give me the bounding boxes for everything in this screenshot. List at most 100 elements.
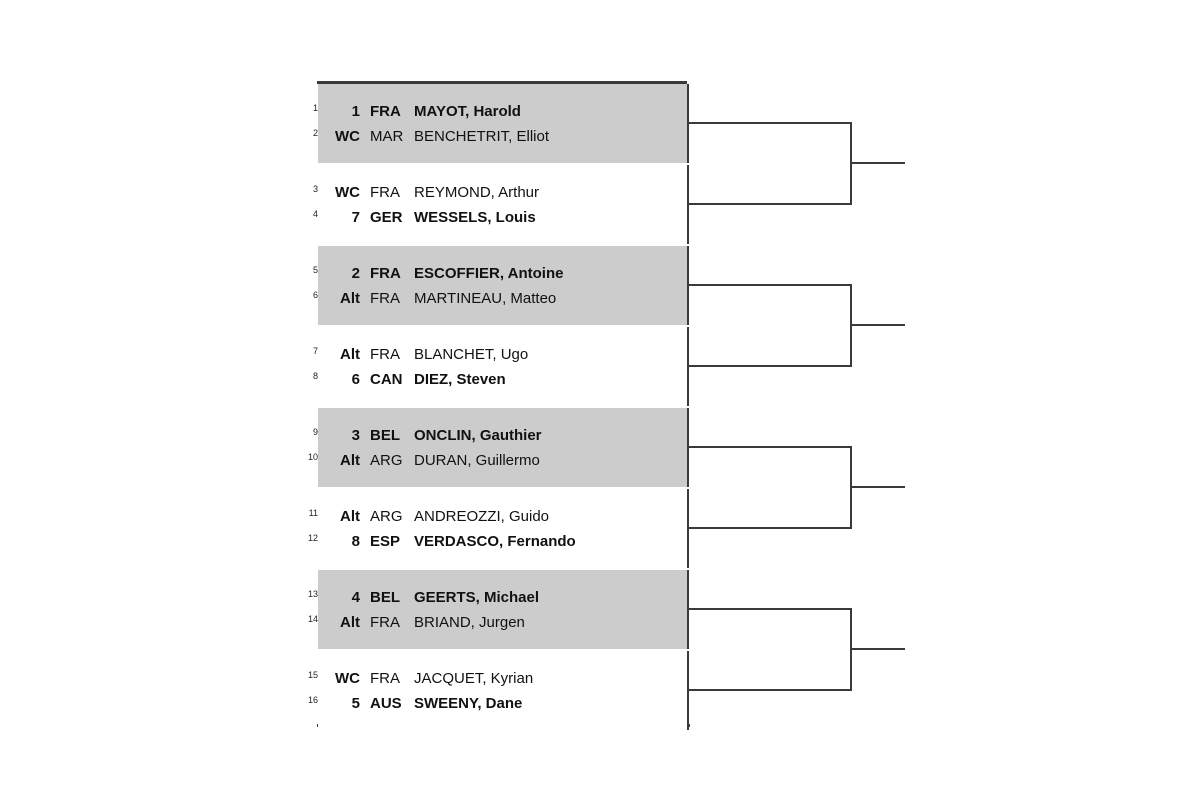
r2-winner-line[interactable] [687,203,852,205]
player-seed: Alt [340,290,360,307]
player-name: DURAN, Guillermo [414,452,540,469]
line-number: 12 [307,533,318,543]
player-name: MARTINEAU, Matteo [414,290,557,307]
player-name: SWEENY, Dane [414,695,523,712]
player-name: MAYOT, Harold [414,103,521,120]
player-name: ESCOFFIER, Antoine [414,265,564,282]
player-country: ARG [370,508,403,525]
player-country: FRA [370,670,400,687]
line-number: 14 [307,614,318,624]
match-block[interactable]: 2 FRA ESCOFFIER, Antoine Alt FRA MARTINE… [318,246,687,325]
player-country: BEL [370,427,400,444]
player-seed: 5 [351,695,360,712]
player-name: ONCLIN, Gauthier [414,427,542,444]
line-number: 15 [307,670,318,680]
player-slot[interactable]: 1 FRA MAYOT, Harold [318,99,687,124]
player-seed: 8 [351,533,360,550]
player-slot[interactable]: 5 AUS SWEENY, Dane [318,691,687,716]
player-country: GER [370,209,403,226]
player-name: VERDASCO, Fernando [414,533,576,550]
line-number: 2 [312,128,318,138]
r3-winner-line[interactable] [850,324,905,326]
player-slot[interactable]: 2 FRA ESCOFFIER, Antoine [318,261,687,286]
line-number: 13 [307,589,318,599]
line-number: 8 [312,371,318,381]
player-country: FRA [370,103,401,120]
player-slot[interactable]: 7 GER WESSELS, Louis [318,205,687,230]
player-slot[interactable]: 8 ESP VERDASCO, Fernando [318,529,687,554]
player-seed: 2 [351,265,360,282]
r2-winner-line[interactable] [687,446,852,448]
match-block[interactable]: Alt ARG ANDREOZZI, Guido 8 ESP VERDASCO,… [318,489,687,568]
player-seed: Alt [340,452,360,469]
match-block[interactable]: 4 BEL GEERTS, Michael Alt FRA BRIAND, Ju… [318,570,687,649]
line-number: 11 [308,508,318,518]
r2-winner-line[interactable] [687,122,852,124]
player-slot[interactable]: Alt FRA MARTINEAU, Matteo [318,286,687,311]
player-country: ARG [370,452,403,469]
line-number: 10 [307,452,318,462]
line-number: 9 [312,427,318,437]
r2-winner-line[interactable] [687,284,852,286]
match-block[interactable]: WC FRA REYMOND, Arthur 7 GER WESSELS, Lo… [318,165,687,244]
player-seed: Alt [340,614,360,631]
player-name: GEERTS, Michael [414,589,540,606]
player-seed: Alt [340,508,360,525]
r2-winner-line[interactable] [687,689,852,691]
r3-winner-line[interactable] [850,162,905,164]
r2-winner-line[interactable] [687,527,852,529]
player-seed: Alt [340,346,360,363]
line-number: 5 [312,265,318,275]
player-name: BLANCHET, Ugo [414,346,529,363]
line-number: 7 [312,346,318,356]
player-country: FRA [370,614,400,631]
player-name: BENCHETRIT, Elliot [414,128,550,145]
player-country: FRA [370,346,400,363]
r3-winner-line[interactable] [850,486,905,488]
player-name: WESSELS, Louis [414,209,536,226]
player-slot[interactable]: 4 BEL GEERTS, Michael [318,585,687,610]
draw-top-rule [317,81,687,84]
player-country: FRA [370,184,400,201]
player-country: CAN [370,371,403,388]
player-name: BRIAND, Jurgen [414,614,525,631]
player-name: DIEZ, Steven [414,371,506,388]
player-slot[interactable]: 6 CAN DIEZ, Steven [318,367,687,392]
r3-winner-line[interactable] [850,648,905,650]
player-slot[interactable]: WC FRA REYMOND, Arthur [318,180,687,205]
player-slot[interactable]: WC MAR BENCHETRIT, Elliot [318,124,687,149]
player-slot[interactable]: 3 BEL ONCLIN, Gauthier [318,423,687,448]
line-number: 6 [312,290,318,300]
player-country: ESP [370,533,401,550]
player-seed: 1 [351,103,360,120]
line-number: 16 [307,695,318,705]
match-block[interactable]: 3 BEL ONCLIN, Gauthier Alt ARG DURAN, Gu… [318,408,687,487]
player-seed: WC [335,670,360,687]
player-slot[interactable]: Alt ARG DURAN, Guillermo [318,448,687,473]
r2-winner-line[interactable] [687,608,852,610]
player-seed: 7 [351,209,360,226]
match-block[interactable]: 1 FRA MAYOT, Harold WC MAR BENCHETRIT, E… [318,84,687,163]
player-seed: 3 [351,427,360,444]
player-seed: 4 [351,589,360,606]
player-name: ANDREOZZI, Guido [414,508,550,525]
player-country: MAR [370,128,404,145]
player-seed: WC [335,128,360,145]
line-number: 1 [312,103,318,113]
player-slot[interactable]: Alt FRA BLANCHET, Ugo [318,342,687,367]
player-seed: 6 [351,371,360,388]
player-slot[interactable]: WC FRA JACQUET, Kyrian [318,666,687,691]
player-country: FRA [370,265,401,282]
player-name: JACQUET, Kyrian [414,670,534,687]
player-country: AUS [370,695,402,712]
player-slot[interactable]: Alt FRA BRIAND, Jurgen [318,610,687,635]
match-block[interactable]: Alt FRA BLANCHET, Ugo 6 CAN DIEZ, Steven [318,327,687,406]
line-number: 3 [312,184,318,194]
match-block[interactable]: WC FRA JACQUET, Kyrian 5 AUS SWEENY, Dan… [318,651,687,730]
line-number: 4 [312,209,318,219]
r2-winner-line[interactable] [687,365,852,367]
player-slot[interactable]: Alt ARG ANDREOZZI, Guido [318,504,687,529]
player-name: REYMOND, Arthur [414,184,540,201]
